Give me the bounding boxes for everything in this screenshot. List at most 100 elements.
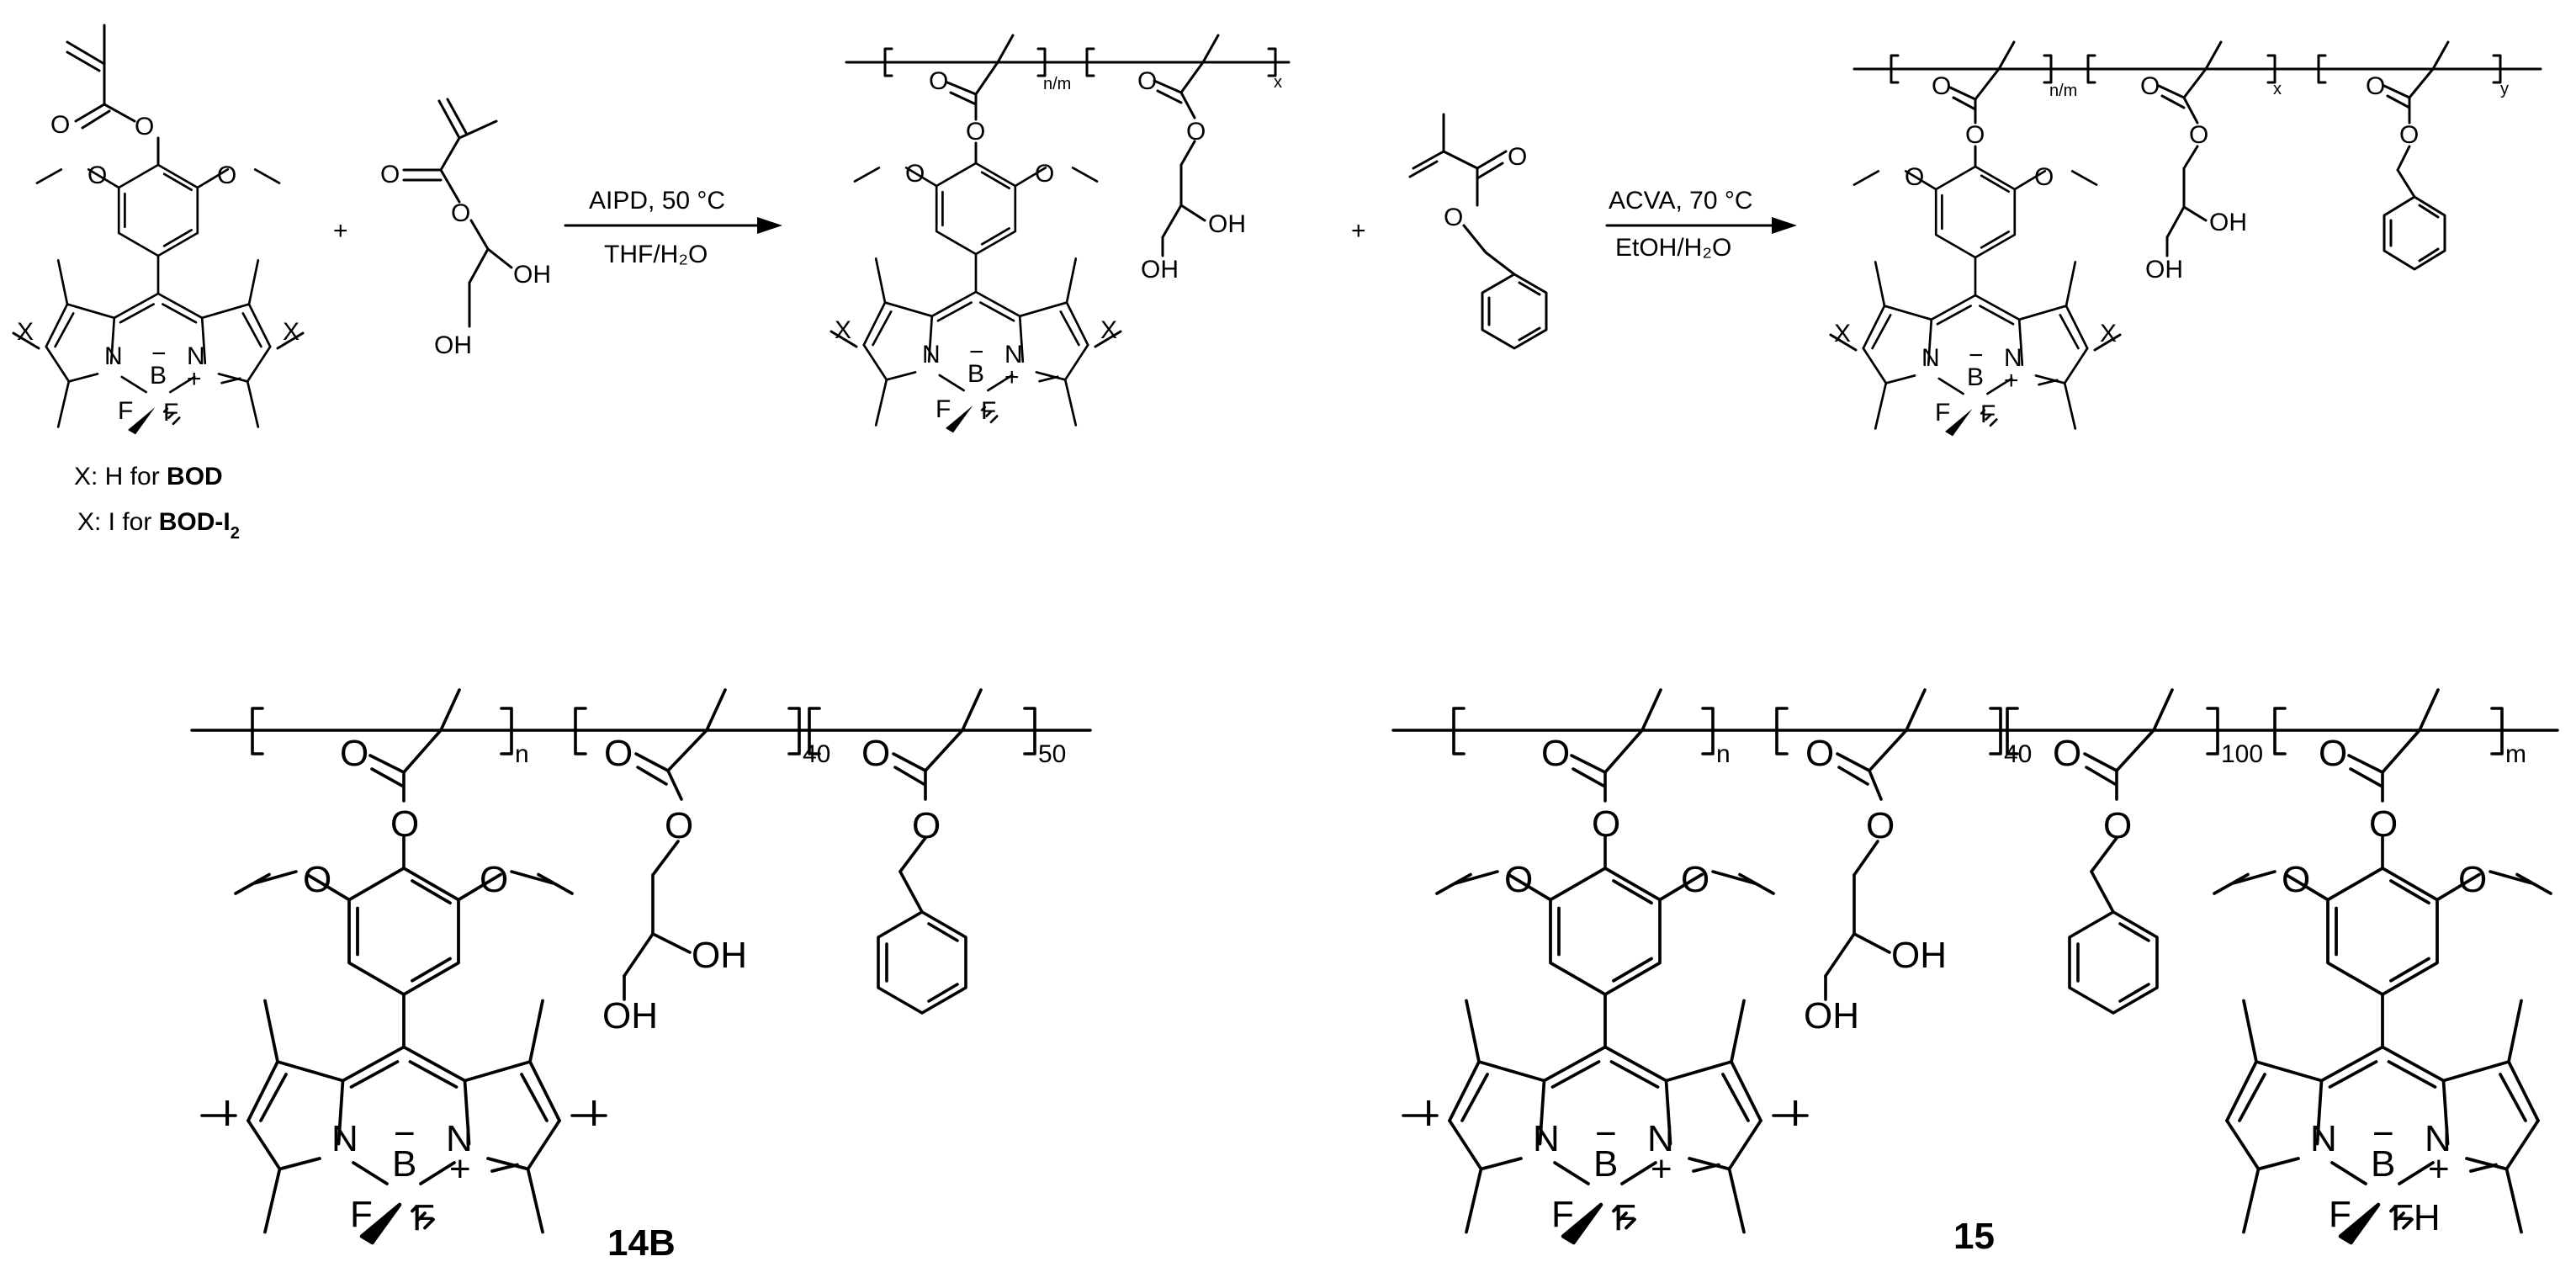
- atom-o: O: [451, 199, 470, 227]
- atom-b: B: [150, 362, 167, 390]
- legend-line2-subscript: 2: [231, 524, 240, 543]
- atom-o: O: [1905, 163, 1924, 191]
- atom-o: O: [665, 805, 693, 846]
- atom-n: N: [187, 342, 205, 370]
- atom-o: O: [1932, 72, 1951, 100]
- subscript-n: n: [1716, 740, 1731, 768]
- charge-plus: +: [2428, 1148, 2450, 1190]
- charge-minus: −: [969, 338, 984, 366]
- atom-o: O: [912, 805, 941, 846]
- atom-o: O: [861, 733, 890, 774]
- atom-n: N: [1921, 344, 1940, 372]
- atom-o: O: [50, 111, 70, 139]
- atom-o: O: [1035, 160, 1054, 188]
- charge-plus: +: [2004, 367, 2019, 395]
- atom-x: X: [835, 316, 851, 344]
- compound-label-14b: 14B: [607, 1222, 676, 1264]
- atom-o: O: [2458, 859, 2487, 900]
- atom-o: O: [1965, 121, 1985, 149]
- reaction-arrow-step2: ACVA, 70 °C EtOH/H₂O: [1605, 187, 1797, 262]
- atom-o: O: [2369, 803, 2398, 845]
- atom-o: O: [2034, 163, 2054, 191]
- atom-o: O: [2319, 733, 2347, 774]
- atom-f: F: [936, 395, 951, 423]
- monomer-bodipy-methacrylate: O O O O X X N B N − + F F: [12, 24, 305, 436]
- atom-oh: OH: [1891, 935, 1947, 976]
- monomer-glycerol-methacrylate: O O OH OH: [380, 98, 551, 359]
- plus-sign-1: +: [333, 217, 348, 245]
- atom-n: N: [104, 342, 123, 370]
- charge-plus: +: [1651, 1148, 1672, 1190]
- compound-15-structure: O O O O O O O O OH OH O O O O I I N B N …: [1391, 688, 2559, 1243]
- atom-o: O: [1541, 733, 1570, 774]
- atom-f: F: [1551, 1194, 1574, 1235]
- charge-minus: −: [1595, 1113, 1617, 1154]
- legend-line1-prefix: X: H for: [74, 463, 167, 490]
- charge-minus: −: [151, 340, 167, 368]
- atom-n: N: [1533, 1118, 1560, 1159]
- atom-o: O: [604, 733, 633, 774]
- atom-f: F: [1935, 399, 1950, 427]
- atom-o: O: [480, 859, 508, 900]
- atom-oh: OH: [513, 261, 551, 289]
- atom-o: O: [2053, 733, 2081, 774]
- atom-oh: OH: [602, 995, 658, 1036]
- step2-solvent: EtOH/H₂O: [1615, 234, 1731, 262]
- atom-o: O: [2399, 121, 2419, 149]
- atom-n: N: [2310, 1118, 2337, 1159]
- atom-n: N: [2425, 1118, 2451, 1159]
- atom-f: F: [163, 399, 178, 427]
- atom-o: O: [1444, 204, 1463, 231]
- atom-f: F: [118, 397, 133, 425]
- atom-o: O: [340, 733, 368, 774]
- atom-b: B: [967, 360, 984, 388]
- atom-x: X: [283, 318, 299, 346]
- atom-oh: OH: [2209, 209, 2247, 236]
- subscript-nm: n/m: [2049, 82, 2077, 100]
- compound-label-15: 15: [1953, 1216, 1995, 1257]
- atom-x: X: [2100, 320, 2117, 347]
- atom-b: B: [1593, 1143, 1618, 1185]
- atom-x: X: [1834, 320, 1851, 347]
- atom-o: O: [390, 803, 419, 845]
- atom-oh: OH: [434, 331, 472, 359]
- atom-o: O: [2282, 859, 2310, 900]
- atom-o: O: [966, 118, 985, 146]
- compound-14b-structure: O O O O O O OH OH O O I I N B N − + F F …: [190, 688, 1092, 1243]
- atom-fh: FH: [2391, 1197, 2441, 1238]
- charge-plus: +: [1004, 363, 1020, 391]
- atom-n: N: [331, 1118, 358, 1159]
- charge-minus: −: [1969, 342, 1984, 369]
- atom-n: N: [922, 341, 941, 368]
- atom-oh: OH: [2145, 256, 2183, 284]
- atom-i: I: [222, 1093, 232, 1134]
- atom-f: F: [1980, 400, 1996, 428]
- atom-o: O: [1186, 118, 1206, 146]
- legend-line1-compound: BOD: [167, 463, 223, 490]
- atom-i: I: [1423, 1093, 1434, 1134]
- charge-plus: +: [187, 365, 202, 393]
- copolymer-intermediate: O O O O OH OH O O X X N B N − + F F n/m …: [830, 34, 1291, 434]
- atom-o: O: [1681, 859, 1709, 900]
- atom-o: O: [87, 162, 107, 189]
- atom-oh: OH: [692, 935, 747, 976]
- atom-x: X: [17, 318, 34, 346]
- atom-o: O: [135, 113, 154, 140]
- atom-o: O: [2140, 72, 2160, 100]
- legend-line2-prefix: X: I for: [77, 508, 159, 536]
- atom-b: B: [2371, 1143, 2395, 1185]
- atom-o: O: [905, 160, 925, 188]
- atom-o: O: [380, 161, 400, 188]
- terpolymer-product: O O O O O O OH OH O O X X N B N − + F F …: [1829, 40, 2542, 437]
- atom-o: O: [1508, 143, 1527, 171]
- atom-f: F: [1614, 1197, 1636, 1238]
- subscript-x: x: [2273, 80, 2282, 98]
- subscript-40: 40: [803, 740, 830, 768]
- svg-text:X: I for BOD-I2: X: I for BOD-I2: [77, 508, 240, 543]
- atom-o: O: [929, 67, 948, 95]
- legend-line2-compound: BOD-I: [159, 508, 231, 536]
- atom-o: O: [1504, 859, 1533, 900]
- subscript-40: 40: [2004, 740, 2032, 768]
- monomer-benzyl-methacrylate: O O: [1408, 113, 1548, 350]
- atom-o: O: [1137, 67, 1157, 95]
